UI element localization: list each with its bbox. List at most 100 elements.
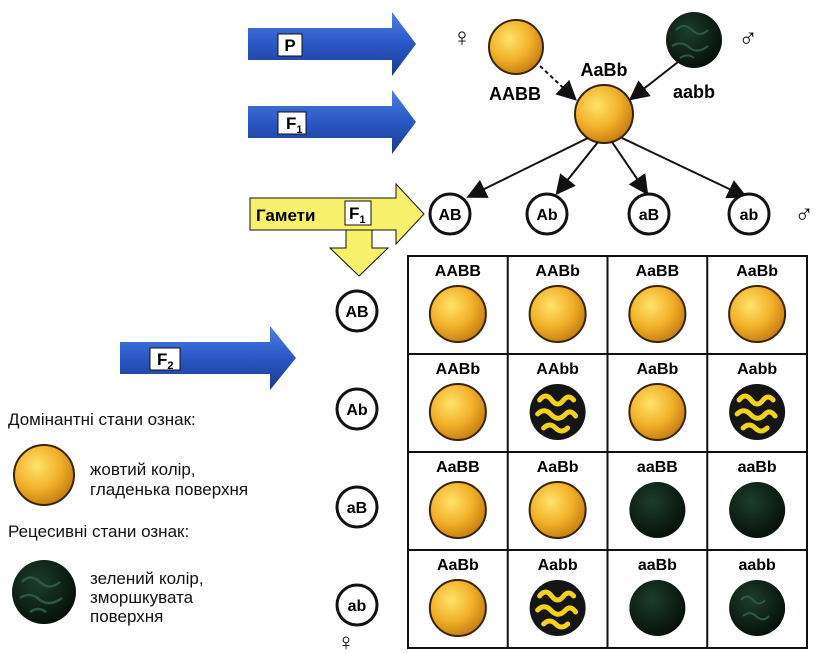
legend-green-wrinkled-pea-icon (12, 560, 76, 624)
cell-genotype: AaBb (736, 263, 778, 280)
female-parent-pea-icon (488, 19, 544, 75)
yellow-smooth-pea-icon (628, 383, 687, 441)
male-gamete: Ab (525, 192, 569, 236)
cell-genotype: AaBB (636, 263, 680, 280)
punnett-cell: aaBb (629, 557, 686, 636)
yellow-smooth-pea-icon (428, 579, 487, 637)
svg-text:F1: F1 (286, 114, 303, 136)
f2-sub: 2 (167, 360, 173, 372)
male-gamete-label: ab (740, 207, 759, 224)
male-symbol: ♂ (738, 22, 758, 52)
male-gametes-symbol: ♂ (794, 198, 814, 228)
gamete-line-2 (555, 141, 599, 196)
female-symbol: ♀ (452, 22, 472, 52)
f1-genotype: AaBb (580, 60, 627, 80)
f1-sub: 1 (296, 124, 302, 136)
gametes-label: Гамети (256, 206, 315, 225)
punnett-cell: AaBb (528, 459, 587, 539)
male-gamete-label: Ab (536, 207, 558, 224)
yellow-smooth-pea-icon (428, 383, 487, 441)
yellow-smooth-pea-icon (528, 285, 587, 343)
male-gamete: aB (627, 192, 671, 236)
punnett-cell: Aabb (729, 361, 786, 440)
female-gamete: AB (335, 289, 379, 333)
legend-recessive-title: Рецесивні стани ознак: (8, 522, 190, 541)
cell-genotype: AaBB (436, 459, 480, 476)
punnett-cell: AaBb (728, 263, 787, 343)
f1-arrow: F1 (248, 90, 416, 154)
gamete-line-4 (621, 137, 748, 199)
female-gamete-label: ab (348, 598, 367, 615)
f1-pea-icon (574, 84, 634, 144)
female-cross-line (539, 65, 577, 101)
cell-genotype: AABb (535, 263, 580, 280)
female-parent-genotype: AABB (489, 84, 541, 104)
green-smooth-pea-icon (729, 482, 786, 538)
female-gametes-column: AB Ab aB ab (335, 289, 379, 627)
cell-genotype: aaBB (637, 459, 678, 476)
punnett-cell: aabb (729, 557, 786, 636)
f2-arrow: F2 (120, 326, 296, 390)
yellow-smooth-pea-icon (528, 481, 587, 539)
yellow-smooth-pea-icon (428, 481, 487, 539)
cell-genotype: AaBb (636, 361, 678, 378)
punnett-cell: AABb (428, 361, 487, 441)
legend-recessive-desc-2: зморшкувата (90, 588, 194, 607)
punnett-cell: aaBB (629, 459, 686, 538)
male-parent-pea-icon (666, 12, 722, 68)
svg-text:F2: F2 (157, 350, 174, 372)
female-gamete-label: AB (345, 304, 368, 321)
punnett-cell: AaBb (628, 361, 687, 441)
p-label: P (284, 36, 295, 55)
p-arrow: P (248, 12, 416, 76)
female-gamete: aB (335, 485, 379, 529)
male-gamete-label: aB (639, 207, 659, 224)
male-parent-genotype: aabb (673, 82, 715, 102)
female-gamete-label: aB (347, 500, 367, 517)
cell-genotype: Aabb (737, 361, 777, 378)
punnett-grid-lines (408, 256, 807, 648)
cell-genotype: AABb (436, 361, 481, 378)
yellow-wrinkled-pea-icon (529, 384, 586, 440)
svg-text:F1: F1 (349, 204, 366, 226)
yellow-wrinkled-pea-icon (529, 580, 586, 636)
legend-dominant-title: Домінантні стани ознак: (8, 410, 196, 429)
gamete-line-3 (611, 141, 649, 196)
male-gamete: ab (727, 192, 771, 236)
gametes-f-sub: 1 (359, 214, 365, 226)
green-smooth-pea-icon (629, 580, 686, 636)
gamete-line-1 (466, 137, 589, 198)
punnett-cell: AABb (528, 263, 587, 343)
cell-genotype: AABB (435, 263, 481, 280)
legend-recessive-desc-3: поверхня (90, 607, 164, 626)
punnett-cell: AaBb (428, 557, 487, 637)
gametes-f-label: F (349, 204, 359, 223)
female-gamete: ab (335, 583, 379, 627)
cell-genotype: Aabb (538, 557, 578, 574)
punnett-cell: AAbb (529, 361, 586, 440)
male-gametes-row: AB Ab aB ab (428, 192, 771, 236)
f2-label: F (157, 350, 167, 369)
male-gamete: AB (428, 192, 472, 236)
punnett-cell: AaBB (428, 459, 487, 539)
punnett-cell: AABB (428, 263, 487, 343)
punnett-cell: aaBb (729, 459, 786, 538)
legend-recessive-desc-1: зелений колір, (90, 569, 204, 588)
green-wrinkled-pea-icon (729, 580, 786, 636)
yellow-smooth-pea-icon (628, 285, 687, 343)
cell-genotype: AaBb (537, 459, 579, 476)
cell-genotype: AAbb (536, 361, 579, 378)
yellow-smooth-pea-icon (728, 285, 787, 343)
male-gamete-label: AB (438, 207, 461, 224)
female-gamete: Ab (335, 387, 379, 431)
yellow-wrinkled-pea-icon (729, 384, 786, 440)
female-gametes-symbol: ♀ (337, 629, 355, 653)
female-gamete-label: Ab (346, 402, 368, 419)
male-cross-line (628, 61, 679, 101)
cell-genotype: aaBb (738, 459, 777, 476)
legend-dominant-desc-1: жовтий колір, (90, 460, 196, 479)
f1-label: F (286, 114, 296, 133)
legend-yellow-pea-icon (13, 444, 75, 506)
